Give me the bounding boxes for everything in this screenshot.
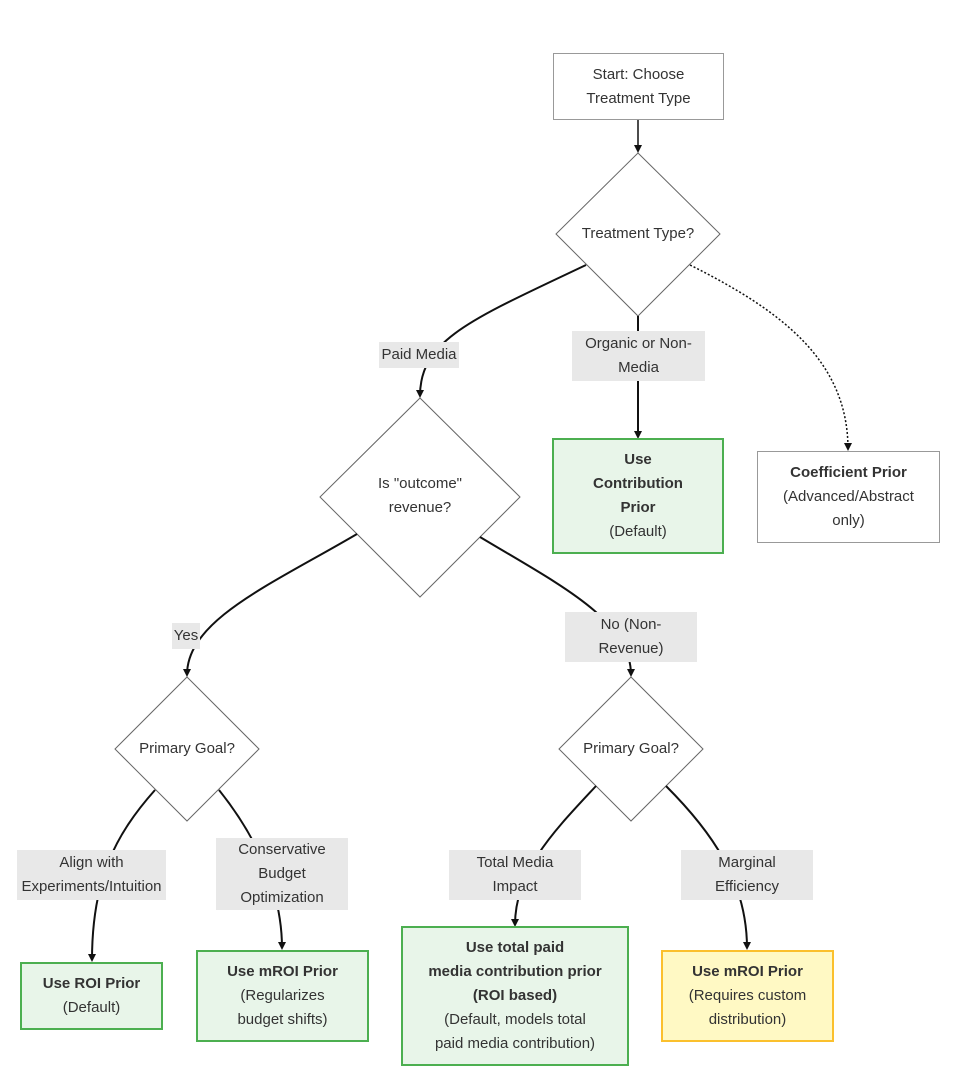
start-node-line2: Treatment Type <box>586 89 691 107</box>
total-paid-note-line2: paid media contribution) <box>434 1035 596 1052</box>
total-paid-title-line3: (ROI based) <box>472 987 558 1004</box>
coefficient-prior-node: Coefficient Prior (Advanced/Abstract onl… <box>757 451 940 543</box>
edge-label-marginal: Marginal Efficiency <box>681 850 813 900</box>
coefficient-note-line1: (Advanced/Abstract <box>783 488 914 505</box>
edge-treatment-to-outcome <box>416 264 587 398</box>
mroi-left-note-line1: (Regularizes <box>240 987 325 1004</box>
edge-label-paid-media: Paid Media <box>379 342 459 368</box>
mroi-right-title: Use mROI Prior <box>692 963 803 980</box>
goal-left-diamond <box>114 676 260 822</box>
treatment-type-label: Treatment Type? <box>581 225 695 242</box>
edge-label-no: No (Non- Revenue) <box>565 612 697 662</box>
mroi-prior-left-node: Use mROI Prior (Regularizes budget shift… <box>196 950 369 1042</box>
mroi-prior-right-node: Use mROI Prior (Requires custom distribu… <box>661 950 834 1042</box>
roi-prior-node: Use ROI Prior (Default) <box>20 962 163 1030</box>
coefficient-title: Coefficient Prior <box>790 464 907 481</box>
start-node-line1: Start: Choose <box>592 65 685 83</box>
mroi-left-title: Use mROI Prior <box>227 963 338 980</box>
contribution-title-line3: Prior <box>620 499 656 516</box>
start-node: Start: Choose Treatment Type <box>553 53 724 120</box>
total-paid-media-node: Use total paid media contribution prior … <box>401 926 629 1066</box>
edge-label-align: Align with Experiments/Intuition <box>17 850 166 900</box>
contribution-note: (Default) <box>609 523 667 540</box>
goal-right-diamond <box>558 676 704 822</box>
edge-label-organic: Organic or Non- Media <box>572 331 705 381</box>
roi-note: (Default) <box>62 999 121 1016</box>
edge-label-conservative: Conservative Budget Optimization <box>216 838 348 910</box>
coefficient-note-line2: only) <box>832 512 865 529</box>
total-paid-note-line1: (Default, models total <box>444 1011 586 1028</box>
edge-label-yes: Yes <box>172 623 200 649</box>
contribution-title-line2: Contribution <box>593 475 683 492</box>
edge-label-total-media: Total Media Impact <box>449 850 581 900</box>
total-paid-title-line2: media contribution prior <box>428 963 602 980</box>
edge-treatment-to-coefficient <box>689 264 852 451</box>
roi-title: Use ROI Prior <box>42 975 141 992</box>
mroi-right-note-line2: distribution) <box>708 1011 787 1028</box>
mroi-left-note-line2: budget shifts) <box>237 1011 328 1028</box>
mroi-right-note-line1: (Requires custom <box>688 987 807 1004</box>
edge-outcome-to-goal-left <box>183 533 358 677</box>
outcome-revenue-label: Is "outcome" revenue? <box>377 475 463 516</box>
contribution-title-line1: Use <box>624 451 652 468</box>
outcome-revenue-diamond <box>319 397 521 598</box>
total-paid-title-line1: Use total paid <box>465 939 565 956</box>
goal-left-label: Primary Goal? <box>139 740 235 757</box>
goal-right-label: Primary Goal? <box>583 740 679 757</box>
contribution-prior-node: Use Contribution Prior (Default) <box>552 438 724 554</box>
